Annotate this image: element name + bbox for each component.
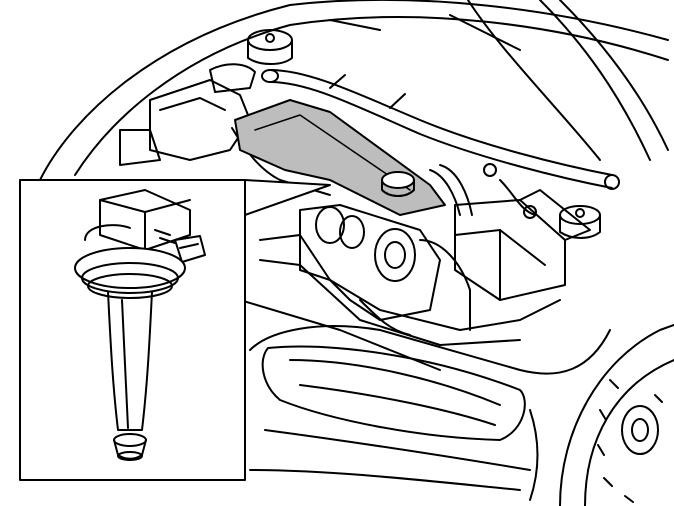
hoses <box>429 163 537 219</box>
wheel <box>559 324 674 506</box>
headlight <box>261 345 526 441</box>
intake-components <box>299 204 471 336</box>
strut-tower-right <box>559 205 601 239</box>
hood <box>39 0 669 181</box>
air-filter-box <box>454 189 591 301</box>
oil-filler-cap <box>381 171 415 197</box>
ignition-coil-illustration <box>74 189 206 461</box>
fender-bumper <box>249 325 611 501</box>
strut-brace <box>261 69 620 190</box>
engine-cover-edge <box>254 114 411 191</box>
strut-tower-left <box>247 29 293 65</box>
engine-body <box>119 63 331 196</box>
front-panel <box>239 234 561 371</box>
inset-callout-pointer <box>244 179 331 216</box>
